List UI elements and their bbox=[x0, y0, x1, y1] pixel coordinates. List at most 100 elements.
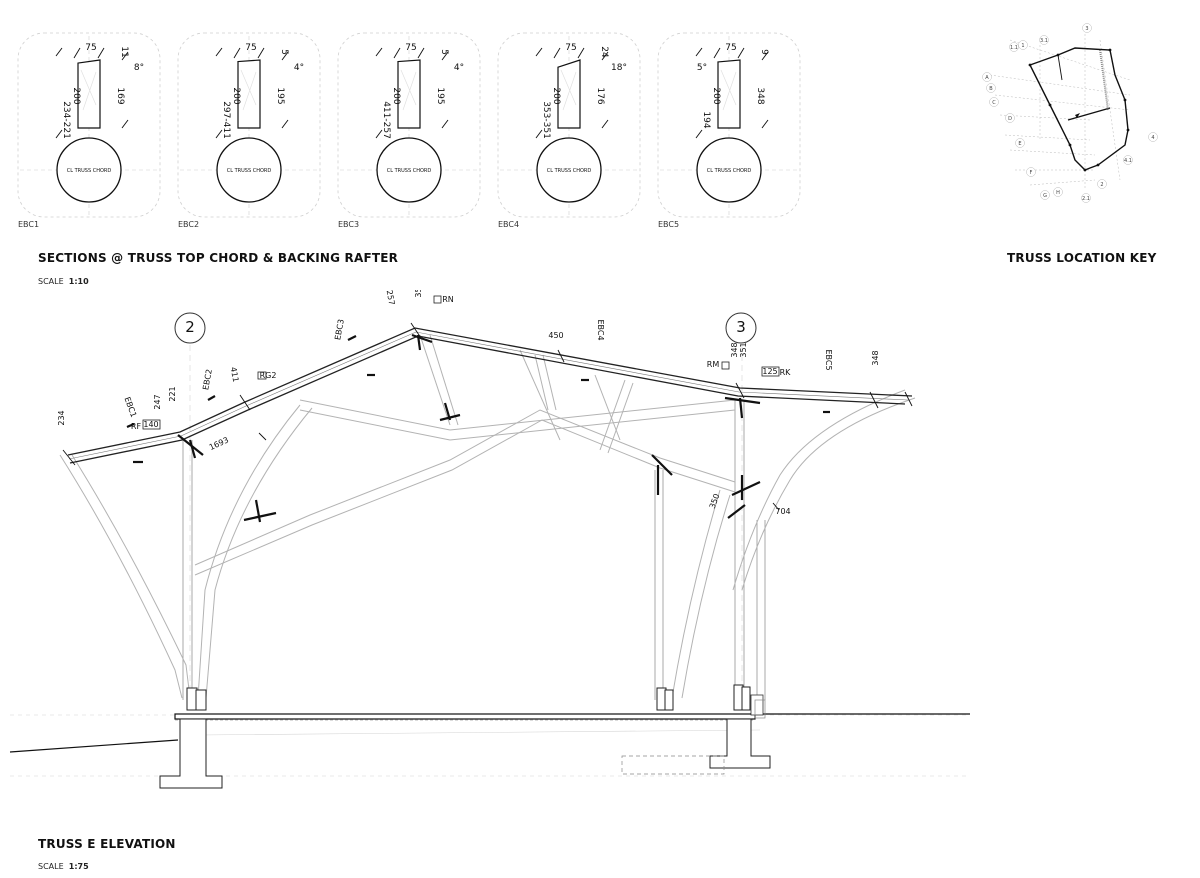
annotation-d350: 350 bbox=[708, 492, 722, 509]
section-angle: 18° bbox=[611, 63, 627, 73]
key-title: TRUSS LOCATION KEY bbox=[1007, 251, 1157, 265]
sections-scale: SCALE 1:10 bbox=[38, 277, 89, 286]
section-angle: 5° bbox=[697, 63, 707, 73]
key-grid-label: 2.1 bbox=[1082, 196, 1090, 202]
annotation-rf: RF bbox=[131, 422, 142, 431]
key-grid-bubble: 3.1 bbox=[1039, 35, 1049, 45]
panel-label-ebc2: EBC2 bbox=[178, 220, 200, 229]
annotation-d348b: 348 bbox=[871, 350, 880, 365]
section-right-dim: 195 bbox=[275, 87, 285, 104]
panel-label-ebc1: EBC1 bbox=[18, 220, 40, 229]
annotation-rk: RK bbox=[780, 368, 792, 377]
section-inner-dim: 200 bbox=[231, 87, 241, 104]
key-grid-label: G bbox=[1043, 193, 1047, 199]
key-grid-label: E bbox=[1018, 141, 1021, 147]
key-grid-bubble: 2.1 bbox=[1081, 193, 1091, 203]
key-grid-bubble: G bbox=[1040, 190, 1050, 200]
section-left-dim: 353-351 bbox=[541, 101, 551, 139]
annotation-d257: 257 bbox=[385, 290, 397, 306]
key-grid-bubble: C bbox=[989, 97, 999, 107]
section-width-dim: 75 bbox=[565, 43, 576, 53]
section-width-dim: 75 bbox=[85, 43, 96, 53]
section-angle: 4° bbox=[454, 63, 464, 73]
annotation-d348a: 348 bbox=[730, 342, 739, 357]
elevation-scale: SCALE 1:75 bbox=[38, 862, 89, 871]
section-top-dim: 11 bbox=[119, 46, 129, 57]
section-left-dim: 297-411 bbox=[221, 101, 231, 139]
annotation-rk_num: 125 bbox=[762, 367, 777, 376]
sections-scale-value: 1:10 bbox=[68, 277, 89, 286]
section-right-dim: 348 bbox=[755, 87, 765, 104]
key-grid-label: B bbox=[989, 86, 993, 92]
circle-label: CL TRUSS CHORD bbox=[227, 168, 272, 174]
key-grid-bubble: F bbox=[1026, 167, 1036, 177]
annotation-rm: RM bbox=[707, 360, 720, 369]
section-inner-dim: 200 bbox=[391, 87, 401, 104]
circle-label: CL TRUSS CHORD bbox=[67, 168, 112, 174]
key-grid-bubble: B bbox=[986, 83, 996, 93]
key-grid-label: D bbox=[1008, 116, 1012, 122]
annotation-ebc3: EBC3 bbox=[333, 318, 346, 340]
section-inner-dim: 200 bbox=[71, 87, 81, 104]
key-grid-bubble: D bbox=[1005, 113, 1015, 123]
key-grid-label: A bbox=[985, 75, 989, 81]
key-grid-label: 1 bbox=[1021, 43, 1024, 49]
grid-bubble-2: 2 bbox=[185, 318, 195, 336]
truss-elevation-drawing bbox=[9, 295, 970, 789]
section-inner-dim: 200 bbox=[551, 87, 561, 104]
key-grid-label: 1.1 bbox=[1010, 45, 1018, 51]
annotation-d704: 704 bbox=[775, 507, 790, 516]
annotation-d234: 234 bbox=[57, 410, 66, 425]
panel-label-ebc4: EBC4 bbox=[498, 220, 520, 229]
key-grid-bubble: 1 bbox=[1018, 40, 1028, 50]
elevation-scale-label: SCALE bbox=[38, 862, 64, 871]
circle-label: CL TRUSS CHORD bbox=[707, 168, 752, 174]
annotation-ebc1: EBC1 bbox=[123, 396, 139, 419]
section-right-dim: 176 bbox=[595, 87, 605, 104]
annotation-ebc5: EBC5 bbox=[824, 349, 833, 370]
section-right-dim: 169 bbox=[115, 87, 125, 104]
section-left-dim: 411-257 bbox=[381, 101, 391, 139]
annotation-rn: RN bbox=[442, 295, 454, 304]
section-angle: 8° bbox=[134, 63, 144, 73]
key-grid-bubble: 3 bbox=[1082, 23, 1092, 33]
annotation-ebc2: EBC2 bbox=[201, 368, 214, 390]
key-grid-bubble: 4 bbox=[1148, 132, 1158, 142]
key-grid-bubble: 2 bbox=[1097, 179, 1107, 189]
key-grid-bubble: H bbox=[1053, 187, 1063, 197]
key-grid-bubble: E bbox=[1015, 138, 1025, 148]
grid-bubble-3: 3 bbox=[736, 318, 746, 336]
key-grid-bubble: 4.1 bbox=[1123, 155, 1133, 165]
key-grid-label: 4.1 bbox=[1124, 158, 1132, 164]
annotation-d351: 351 bbox=[739, 342, 748, 357]
key-grid-label: 2 bbox=[1100, 182, 1103, 188]
key-grid-label: 3 bbox=[1085, 26, 1088, 32]
key-grid-label: H bbox=[1056, 190, 1060, 196]
key-grid-label: 3.1 bbox=[1040, 38, 1048, 44]
section-top-dim: 9 bbox=[759, 49, 769, 55]
truss-location-key-plan bbox=[989, 30, 1131, 190]
section-top-dim: 24 bbox=[599, 46, 609, 58]
annotation-d1693: 1693 bbox=[208, 435, 230, 452]
key-grid-label: F bbox=[1030, 170, 1033, 176]
section-angle: 4° bbox=[294, 63, 304, 73]
section-top-dim: 5 bbox=[439, 49, 449, 55]
key-grid-bubble: A bbox=[982, 72, 992, 82]
section-top-dim: 5 bbox=[279, 49, 289, 55]
sections-title: SECTIONS @ TRUSS TOP CHORD & BACKING RAF… bbox=[38, 251, 399, 265]
key-grid-bubble: 1.1 bbox=[1009, 42, 1019, 52]
annotation-d450: 450 bbox=[548, 331, 563, 340]
elevation-scale-value: 1:75 bbox=[68, 862, 89, 871]
elevation-title: TRUSS E ELEVATION bbox=[38, 837, 176, 851]
circle-label: CL TRUSS CHORD bbox=[387, 168, 432, 174]
section-width-dim: 75 bbox=[245, 43, 256, 53]
section-width-dim: 75 bbox=[405, 43, 416, 53]
